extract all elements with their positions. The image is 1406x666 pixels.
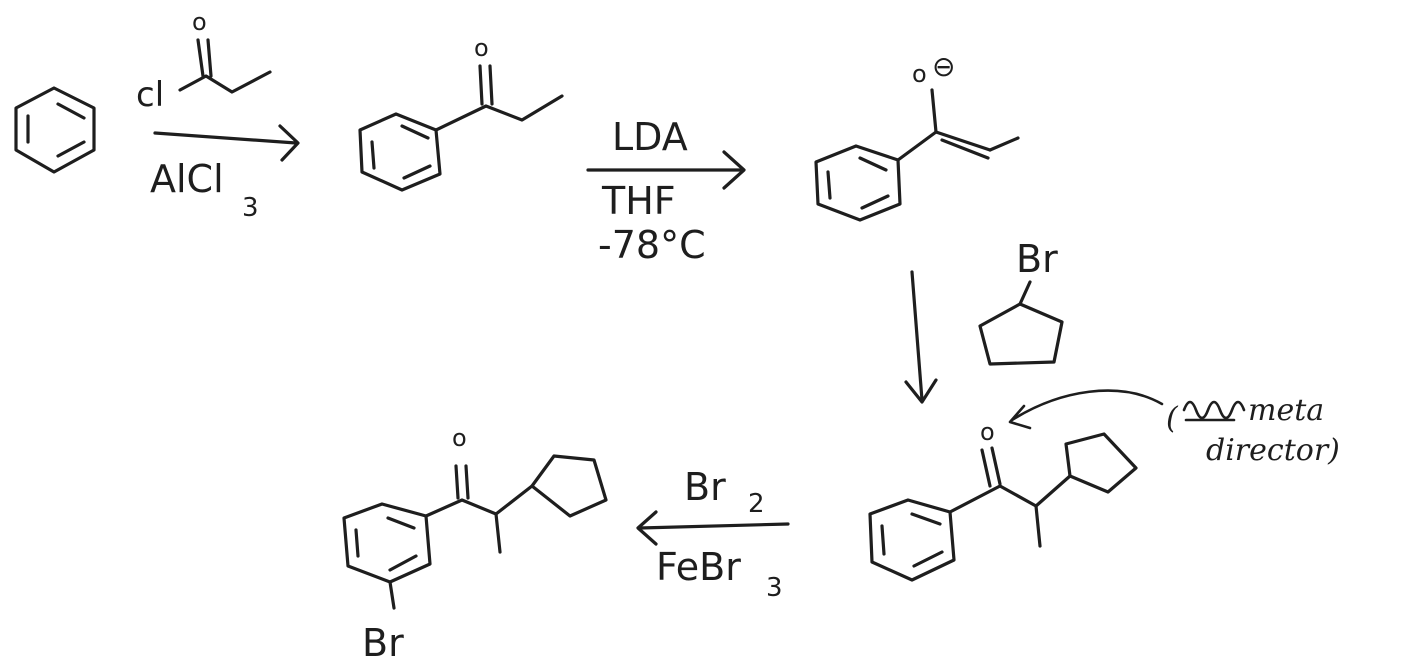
- step2-temp: -78°C: [598, 223, 706, 267]
- arrow-step-3: [904, 270, 938, 404]
- step4-reagent-sub: 2: [748, 489, 765, 519]
- acyl-o-label: o: [192, 8, 207, 36]
- arrow-step-4: [636, 510, 790, 546]
- propiophenone: o: [358, 34, 564, 192]
- ketone-o-label: o: [474, 34, 489, 62]
- enolate: o ⊖: [814, 50, 1020, 222]
- enolate-charge: ⊖: [932, 50, 955, 83]
- step1-catalyst-sub: 3: [242, 193, 259, 223]
- final-product: o Br: [342, 424, 608, 665]
- annotation-arrow: [1008, 389, 1164, 430]
- propanoyl-chloride: o cl: [136, 8, 272, 115]
- step4-reagent: Br: [684, 465, 726, 509]
- step2-solvent: THF: [601, 179, 676, 223]
- enolate-o-label: o: [912, 60, 927, 88]
- note-line2: director): [1206, 433, 1340, 468]
- acyl-cl-label: cl: [136, 75, 164, 115]
- benzene-start: [14, 86, 96, 174]
- step4-catalyst-sub: 3: [766, 573, 783, 603]
- bromocyclopentane: Br: [978, 237, 1064, 366]
- step4-catalyst: FeBr: [656, 545, 741, 589]
- alkylated-o-label: o: [980, 418, 995, 446]
- final-o-label: o: [452, 424, 467, 452]
- scribble-strikeout: [1182, 400, 1246, 422]
- note-line1: meta: [1248, 393, 1324, 428]
- arrow-step-1: [153, 124, 300, 162]
- arrow-step-2: [586, 150, 746, 190]
- alkylated-ketone: o: [868, 418, 1138, 582]
- final-br-label: Br: [362, 621, 404, 665]
- note-open-paren: (: [1166, 401, 1179, 436]
- step3-br-label: Br: [1016, 237, 1058, 281]
- step2-base: LDA: [612, 115, 688, 159]
- step1-catalyst: AlCl: [150, 157, 224, 201]
